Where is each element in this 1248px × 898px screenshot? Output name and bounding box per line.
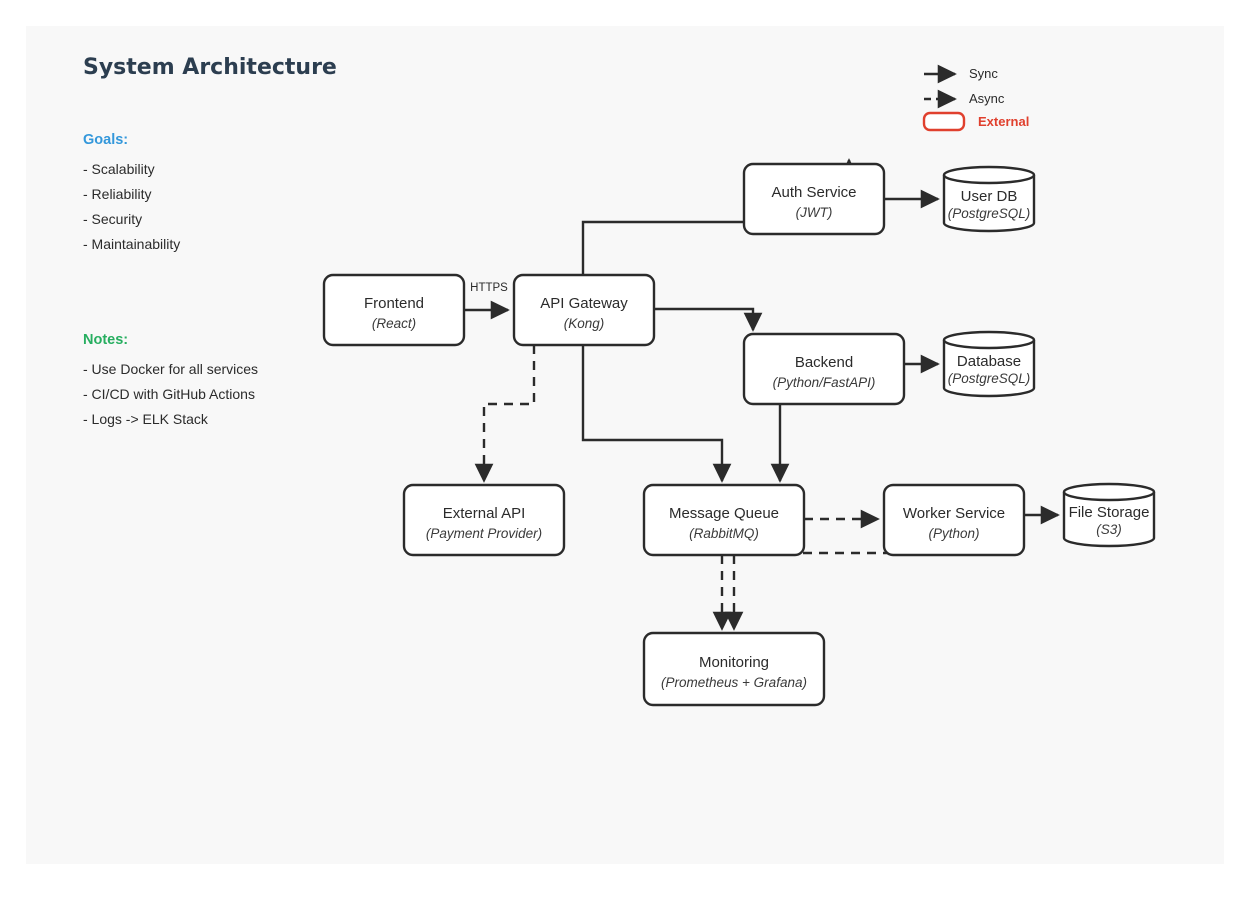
node-title: Monitoring — [699, 654, 769, 671]
goals-item: - Maintainability — [83, 236, 180, 252]
edge-gateway-backend — [654, 307, 763, 332]
node-storage[interactable]: File Storage(S3) — [1062, 482, 1156, 548]
legend-item-sync: Sync — [924, 64, 998, 84]
node-title: User DB — [961, 188, 1018, 205]
node-title: Backend — [795, 354, 853, 371]
goals-item: - Security — [83, 211, 142, 227]
node-box — [322, 273, 466, 347]
node-worker[interactable]: Worker Service (Python) — [882, 483, 1026, 557]
notes-heading: Notes: — [83, 332, 128, 348]
edge-gateway-external — [474, 345, 536, 483]
node-backend[interactable]: Backend (Python/FastAPI) — [742, 332, 906, 406]
notes-list: - Use Docker for all services - CI/CD wi… — [83, 361, 258, 427]
node-subtitle: (Python/FastAPI) — [773, 375, 876, 390]
edge-line — [654, 307, 763, 332]
node-subtitle: (JWT) — [796, 205, 833, 220]
node-userdb[interactable]: User DB(PostgreSQL) — [942, 165, 1036, 233]
node-title: API Gateway — [540, 295, 628, 312]
cylinder-cap — [942, 339, 1036, 350]
node-title: Worker Service — [903, 505, 1005, 522]
node-subtitle: (RabbitMQ) — [689, 526, 759, 541]
edge-worker-monitoring — [724, 551, 956, 631]
external-box-icon — [922, 111, 966, 132]
node-title: Auth Service — [771, 184, 856, 201]
node-auth[interactable]: Auth Service (JWT) — [742, 162, 886, 236]
goals-item: - Reliability — [83, 186, 151, 202]
node-title: Database — [957, 353, 1021, 370]
legend-label: External — [978, 114, 1029, 129]
node-title: External API — [443, 505, 526, 522]
architecture-diagram: System Architecture Goals: - Scalability… — [83, 55, 1156, 707]
node-frontend[interactable]: Frontend (React) — [322, 273, 466, 347]
legend-item-async: Async — [924, 89, 1005, 109]
notes-item: - Use Docker for all services — [83, 361, 258, 377]
edge-line — [581, 345, 732, 483]
node-subtitle: (S3) — [1096, 522, 1122, 537]
goals-heading: Goals: — [83, 132, 128, 148]
edge-line — [724, 551, 956, 631]
cylinder-cap — [1062, 491, 1156, 502]
node-monitoring[interactable]: Monitoring (Prometheus + Grafana) — [642, 631, 826, 707]
edge-frontend-gateway: HTTPS — [464, 282, 510, 320]
node-subtitle: (Kong) — [564, 316, 605, 331]
node-gateway[interactable]: API Gateway (Kong) — [512, 273, 656, 347]
notes-item: - CI/CD with GitHub Actions — [83, 386, 255, 402]
node-title: Message Queue — [669, 505, 779, 522]
legend-item-external: External — [922, 111, 1029, 132]
node-subtitle: (Payment Provider) — [426, 526, 542, 541]
node-box — [512, 273, 656, 347]
edge-line — [474, 345, 536, 483]
node-subtitle: (PostgreSQL) — [948, 371, 1031, 386]
node-subtitle: (Prometheus + Grafana) — [661, 675, 807, 690]
node-external[interactable]: External API (Payment Provider) — [402, 483, 566, 557]
node-database[interactable]: Database(PostgreSQL) — [942, 330, 1036, 398]
goals-item: - Scalability — [83, 161, 155, 177]
edge-gateway-queue — [581, 345, 732, 483]
node-box — [402, 483, 566, 557]
goals-list: - Scalability - Reliability - Security -… — [83, 161, 180, 252]
node-box — [742, 332, 906, 406]
page-title: System Architecture — [83, 55, 337, 80]
diagram-canvas: System Architecture Goals: - Scalability… — [26, 26, 1224, 864]
node-title: File Storage — [1069, 504, 1150, 521]
edge-label: HTTPS — [470, 282, 508, 294]
node-title: Frontend — [364, 295, 424, 312]
node-subtitle: (React) — [372, 316, 416, 331]
legend: Sync Async External — [922, 64, 1029, 132]
node-subtitle: (PostgreSQL) — [948, 206, 1031, 221]
node-box — [882, 483, 1026, 557]
node-queue[interactable]: Message Queue (RabbitMQ) — [642, 483, 806, 557]
legend-label: Sync — [969, 66, 998, 81]
node-box — [642, 631, 826, 707]
node-subtitle: (Python) — [928, 526, 979, 541]
node-box — [742, 162, 886, 236]
node-layer: Frontend (React) API Gateway (Kong) Auth Ser… — [322, 162, 1156, 707]
legend-label: Async — [969, 91, 1005, 106]
cylinder-cap — [942, 174, 1036, 185]
node-box — [642, 483, 806, 557]
notes-item: - Logs -> ELK Stack — [83, 411, 209, 427]
